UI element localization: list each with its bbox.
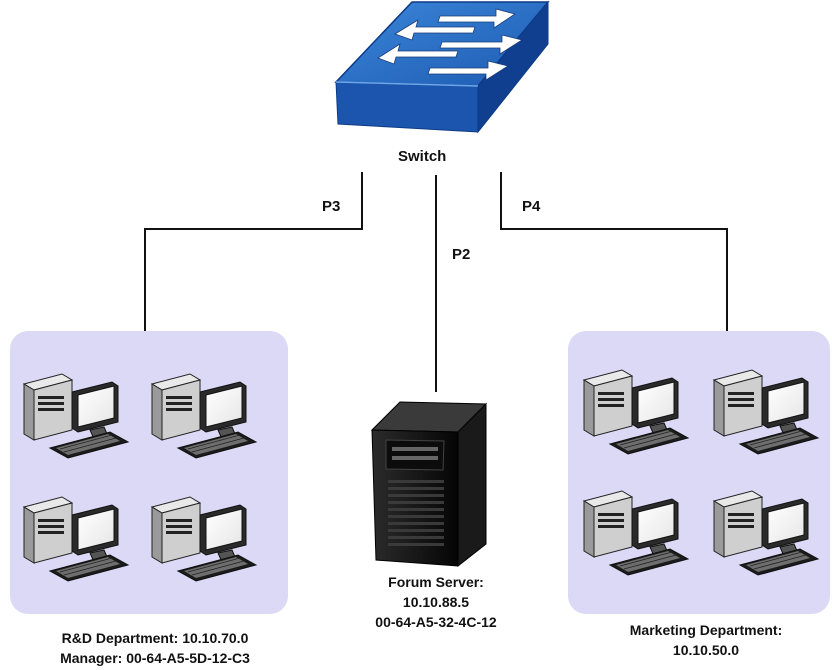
server-caption: Forum Server: 10.10.88.5 00-64-A5-32-4C-… [336, 572, 536, 632]
server-mac: 00-64-A5-32-4C-12 [375, 614, 497, 630]
marketing-department-line: Marketing Department: [629, 622, 783, 638]
switch-label: Switch [398, 148, 447, 165]
server-tower-icon [370, 401, 488, 568]
link-p3 [144, 172, 363, 331]
rnd-department-line: R&D Department: 10.10.70.0 [61, 630, 249, 646]
server-title: Forum Server: [388, 574, 484, 590]
port-label-p2: P2 [452, 246, 471, 263]
link-p4 [500, 172, 728, 331]
rnd-caption: R&D Department: 10.10.70.0 Manager: 00-6… [20, 628, 290, 668]
rnd-manager-line: Manager: 00-64-A5-5D-12-C3 [60, 650, 250, 666]
switch-icon [334, 0, 550, 134]
server-ip: 10.10.88.5 [402, 594, 470, 610]
marketing-subnet-line: 10.10.50.0 [672, 642, 740, 658]
port-label-p4: P4 [522, 198, 541, 215]
port-label-p3: P3 [322, 198, 341, 215]
marketing-caption: Marketing Department: 10.10.50.0 [596, 620, 816, 660]
